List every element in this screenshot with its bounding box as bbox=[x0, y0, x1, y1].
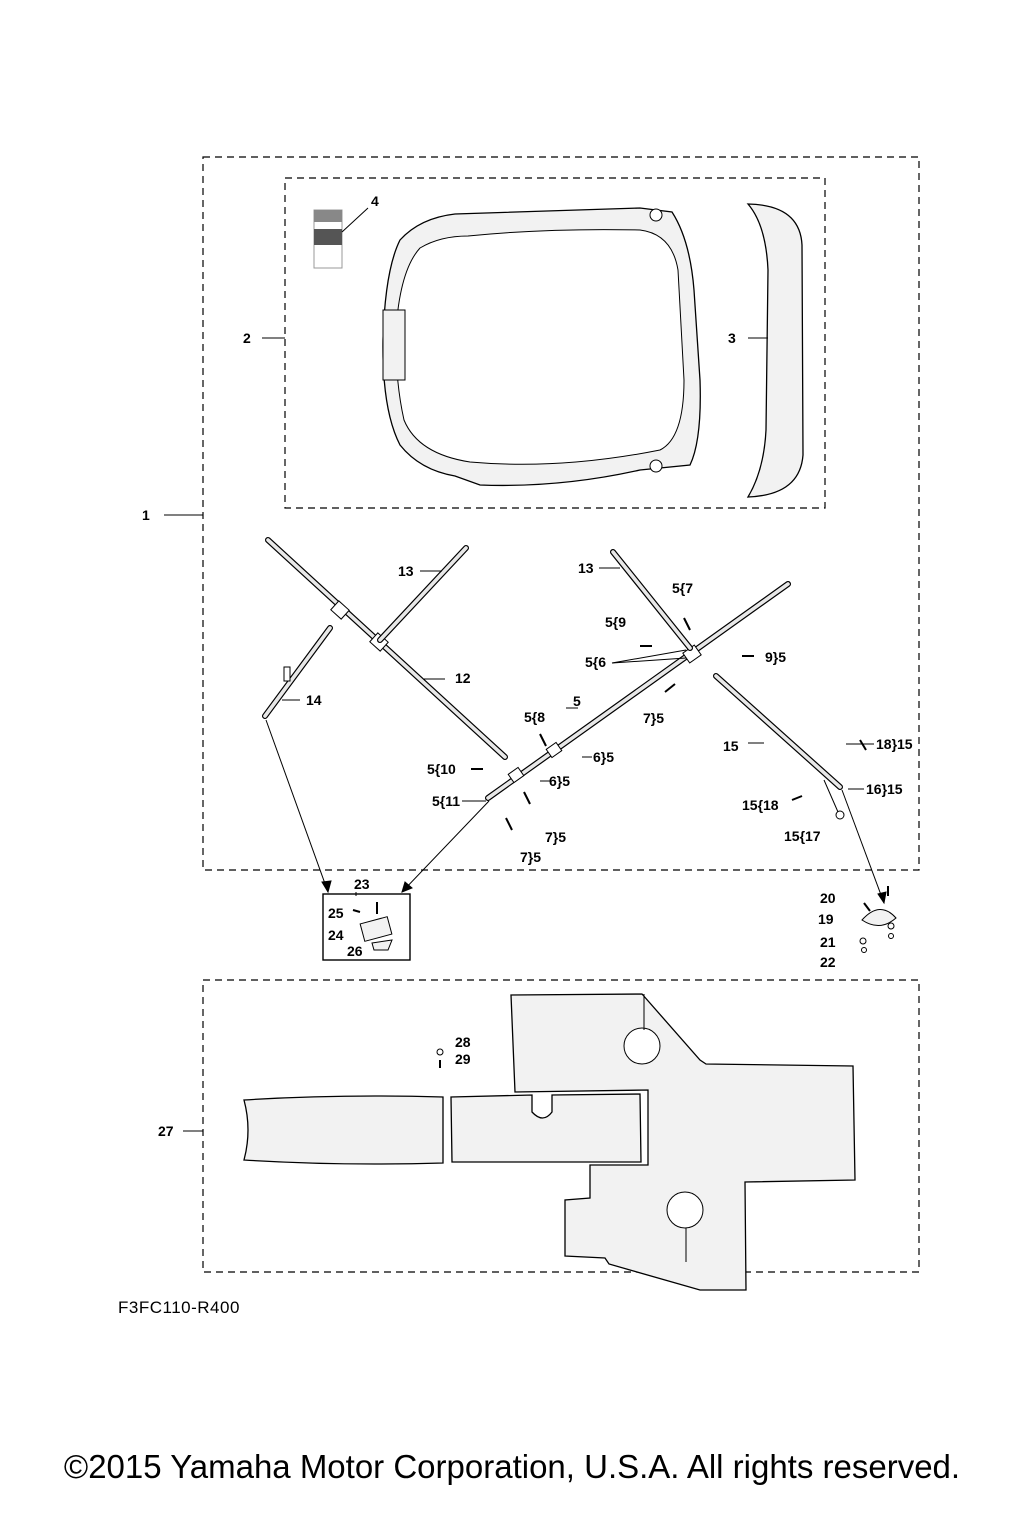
part-4-tag bbox=[313, 209, 343, 269]
callout-labels: 1 2 3 4 13 12 14 13 5{7 5{9 5{6 9}5 7}5 … bbox=[142, 193, 913, 1139]
part-19-hinge bbox=[859, 886, 897, 953]
callout-16-15: 16}15 bbox=[866, 781, 903, 797]
callout-5: 5 bbox=[573, 693, 581, 709]
callout-5-10: 5{10 bbox=[427, 761, 456, 777]
callout-3: 3 bbox=[728, 330, 736, 346]
part-3-boot bbox=[746, 203, 804, 498]
callout-5-6: 5{6 bbox=[585, 654, 606, 670]
callout-7-5c: 7}5 bbox=[520, 849, 541, 865]
callout-24: 24 bbox=[328, 927, 344, 943]
callout-5-9: 5{9 bbox=[605, 614, 626, 630]
part-2-cover bbox=[382, 207, 701, 487]
part-13-strut-right bbox=[610, 549, 693, 651]
figure-code: F3FC110-R400 bbox=[118, 1298, 240, 1317]
copyright-notice: ©2015 Yamaha Motor Corporation, U.S.A. A… bbox=[63, 1448, 961, 1485]
part-5-bow bbox=[485, 581, 791, 801]
arrow-lines bbox=[265, 719, 887, 905]
callout-4: 4 bbox=[371, 193, 379, 209]
callout-5-7: 5{7 bbox=[672, 580, 693, 596]
callout-12: 12 bbox=[455, 670, 471, 686]
callout-28: 28 bbox=[455, 1034, 471, 1050]
callout-25: 25 bbox=[328, 905, 344, 921]
callout-15-17: 15{17 bbox=[784, 828, 821, 844]
callout-9-5: 9}5 bbox=[765, 649, 786, 665]
callout-1: 1 bbox=[142, 507, 150, 523]
fasteners bbox=[471, 617, 867, 831]
part-15-strut bbox=[713, 673, 845, 820]
callout-6-5a: 6}5 bbox=[593, 749, 614, 765]
callout-18-15: 18}15 bbox=[876, 736, 913, 752]
group-box-1 bbox=[202, 156, 920, 871]
callout-21: 21 bbox=[820, 934, 836, 950]
callout-7-5a: 7}5 bbox=[643, 710, 664, 726]
kit-23-parts bbox=[352, 902, 393, 951]
callout-5-8: 5{8 bbox=[524, 709, 545, 725]
part-12-bow bbox=[265, 537, 508, 760]
callout-23: 23 bbox=[354, 876, 370, 892]
callout-27: 27 bbox=[158, 1123, 174, 1139]
callout-14: 14 bbox=[306, 692, 322, 708]
callout-2: 2 bbox=[243, 330, 251, 346]
kit-box-23 bbox=[322, 893, 411, 961]
callout-20: 20 bbox=[820, 890, 836, 906]
callout-5-11: 5{11 bbox=[432, 793, 460, 809]
leader-lines bbox=[164, 207, 874, 1132]
callout-26: 26 bbox=[347, 943, 363, 959]
callout-19: 19 bbox=[818, 911, 834, 927]
part-27-mats bbox=[243, 993, 856, 1291]
callout-13a: 13 bbox=[398, 563, 414, 579]
callout-15-18: 15{18 bbox=[742, 797, 779, 813]
callout-13b: 13 bbox=[578, 560, 594, 576]
group-box-2 bbox=[284, 177, 826, 509]
callout-29: 29 bbox=[455, 1051, 471, 1067]
callout-22: 22 bbox=[820, 954, 836, 970]
callout-6-5b: 6}5 bbox=[549, 773, 570, 789]
callout-7-5b: 7}5 bbox=[545, 829, 566, 845]
callout-15: 15 bbox=[723, 738, 739, 754]
part-14-strut bbox=[262, 625, 333, 719]
part-13-strut-left bbox=[377, 545, 469, 643]
